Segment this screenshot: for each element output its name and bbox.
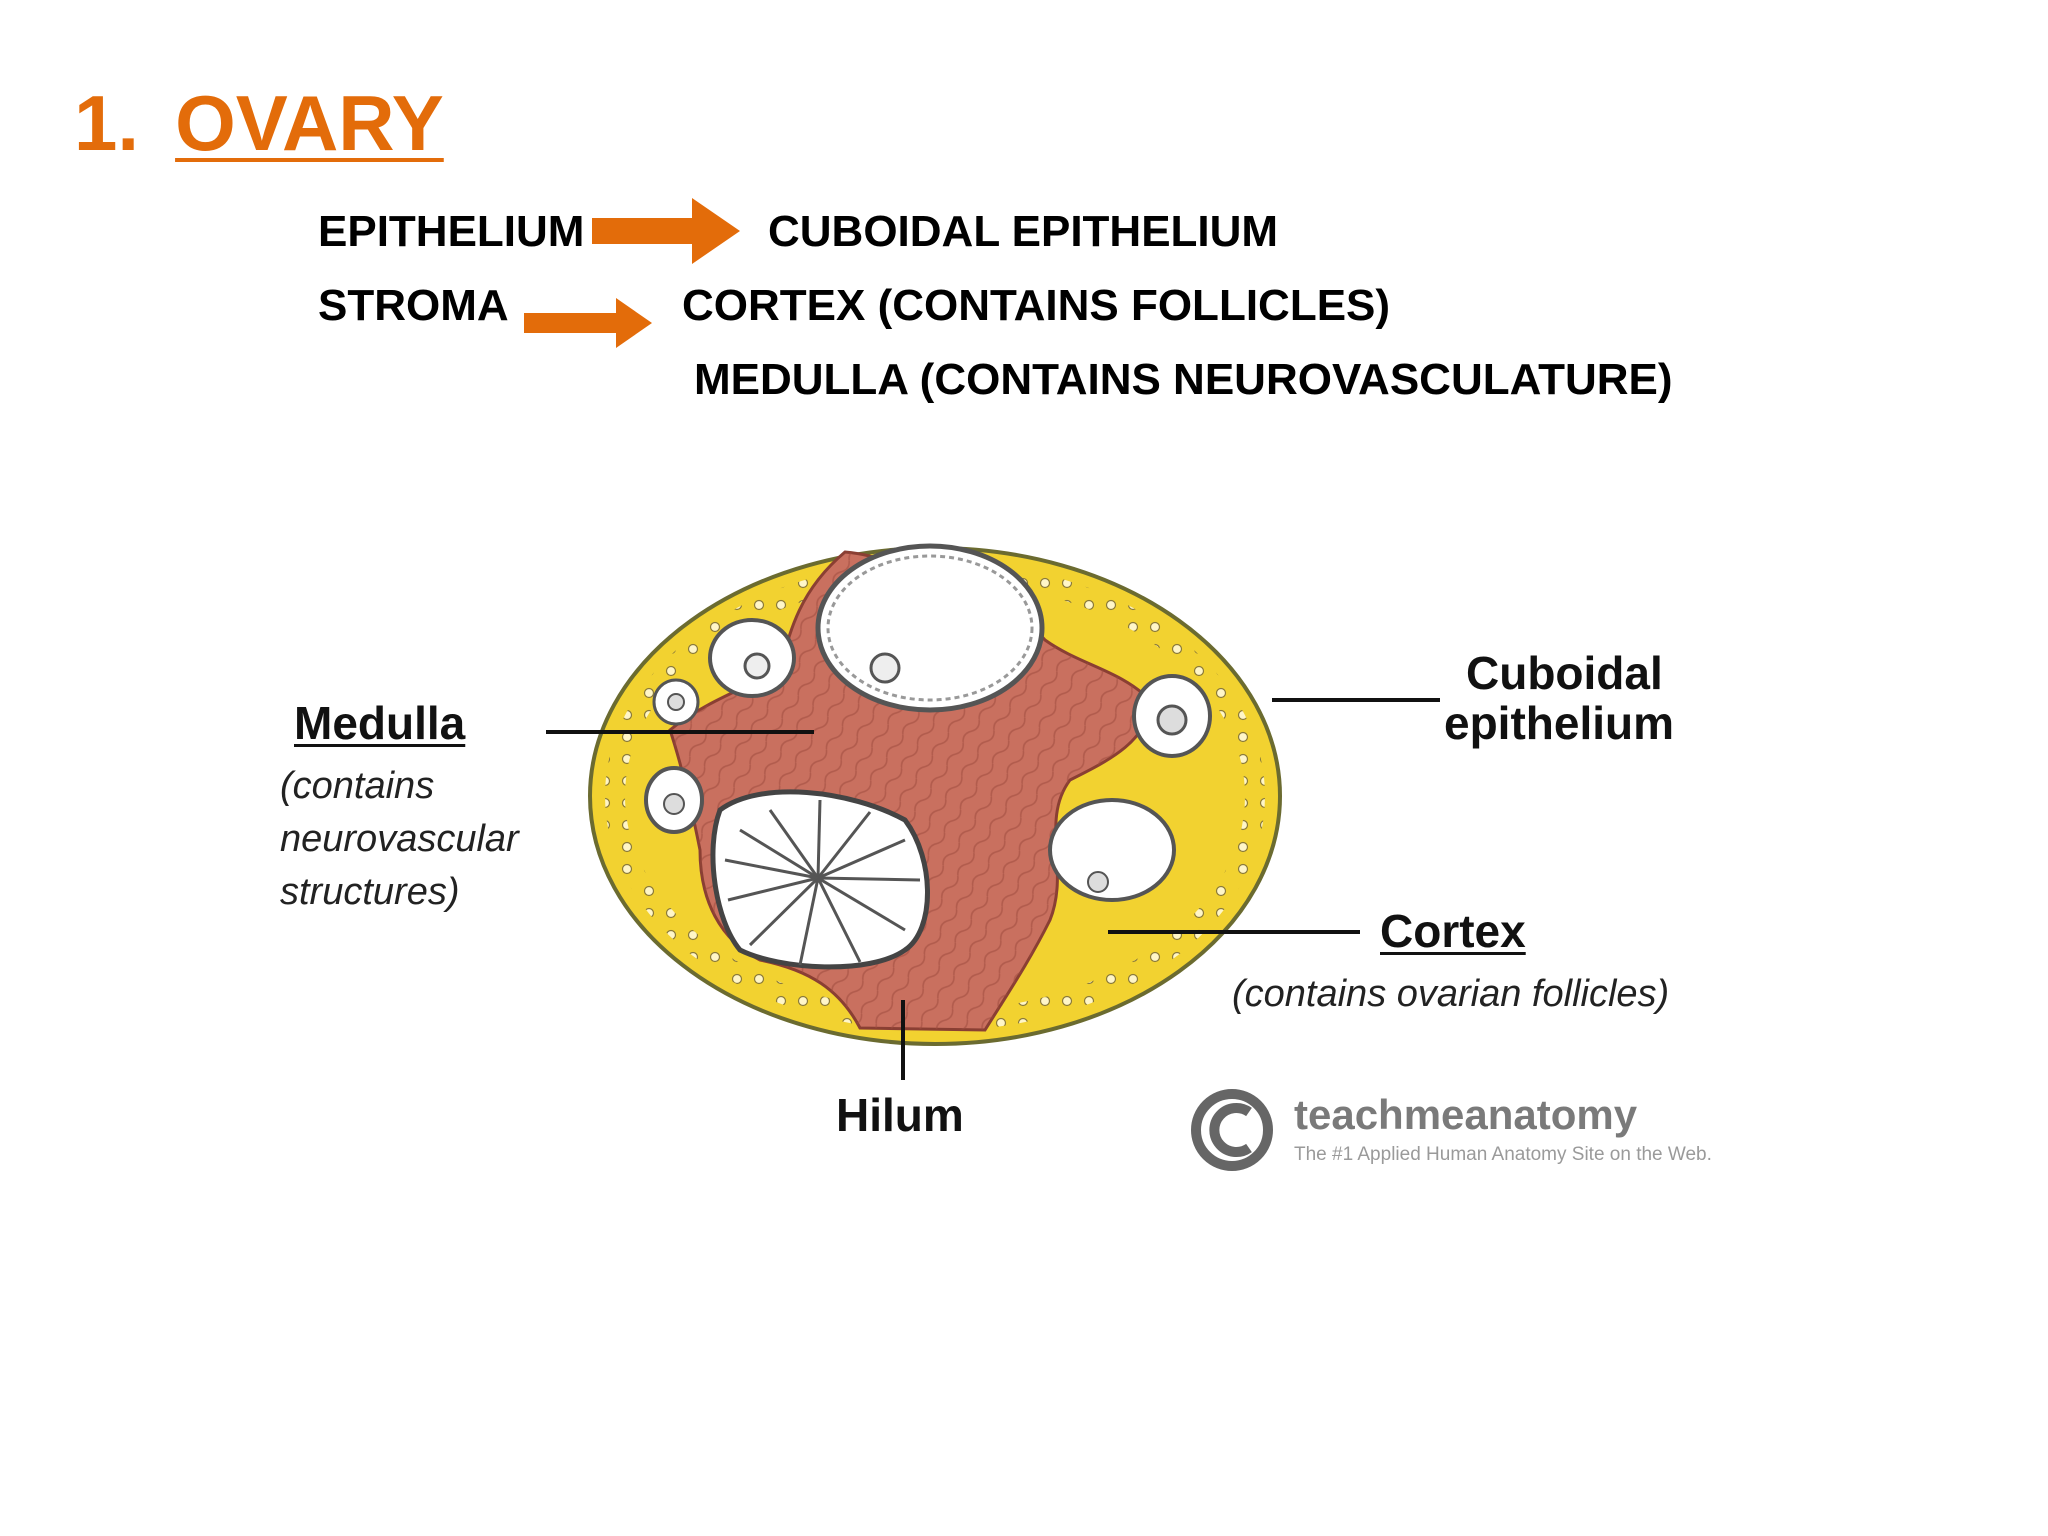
medulla-note-line-2: neurovascular	[280, 818, 519, 861]
watermark-name: teachmeanatomy	[1294, 1091, 1638, 1138]
medulla-note-line-3: structures)	[280, 871, 460, 914]
watermark-tagline: The #1 Applied Human Anatomy Site on the…	[1294, 1144, 1712, 1165]
small-follicles	[644, 618, 1212, 902]
row-epithelium-left: EPITHELIUM	[318, 207, 585, 256]
cuboidal-label-line-2: epithelium	[1444, 697, 1675, 749]
leader-lines	[546, 698, 1440, 1080]
cortex-label: Cortex	[1380, 905, 1526, 957]
cortex-note: (contains ovarian follicles)	[1232, 973, 1670, 1015]
title-text: OVARY	[175, 79, 444, 167]
row-stroma-right: CORTEX (CONTAINS FOLLICLES)	[682, 281, 1391, 330]
row-medulla-right: MEDULLA (CONTAINS NEUROVASCULATURE)	[694, 355, 1673, 404]
medulla-note: (contains neurovascular structures)	[280, 760, 519, 920]
cuboidal-label-line-1: Cuboidal	[1466, 647, 1663, 699]
large-antral-follicle	[815, 543, 1045, 713]
arrow-stroma-icon	[524, 298, 652, 348]
corpus-body	[710, 789, 930, 970]
hilum-label: Hilum	[836, 1089, 964, 1141]
copyright-icon	[1191, 1089, 1273, 1171]
slide-title: 1.OVARY	[74, 84, 444, 162]
row-epithelium-right: CUBOIDAL EPITHELIUM	[768, 207, 1279, 256]
arrow-epithelium-icon	[592, 198, 740, 264]
title-number: 1.	[74, 79, 140, 167]
row-stroma-left: STROMA	[318, 281, 509, 330]
medulla-label: Medulla	[294, 697, 466, 749]
medulla-note-line-1: (contains	[280, 765, 435, 807]
